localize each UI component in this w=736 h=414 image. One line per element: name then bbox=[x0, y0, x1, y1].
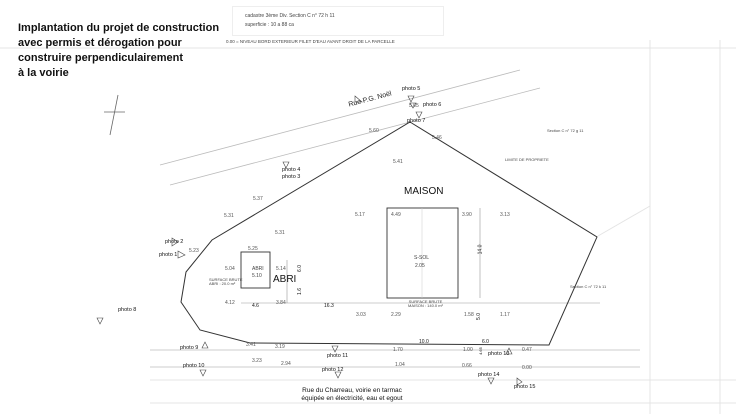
level: 0.47 bbox=[522, 347, 532, 353]
document-title: Implantation du projet de construction a… bbox=[18, 21, 219, 81]
rue-pg-noel-lines bbox=[159, 69, 541, 186]
dimension: 1.6 bbox=[296, 288, 303, 295]
abri-surface: SURFACE BRUTE ABRI : 20.0 m² bbox=[209, 278, 243, 286]
level: 2.29 bbox=[391, 312, 401, 318]
title-line: construire perpendiculairement bbox=[18, 52, 184, 64]
surface-line: MAISON : 140.0 m² bbox=[408, 303, 443, 308]
level: 1.04 bbox=[395, 362, 405, 368]
level: 3.84 bbox=[276, 300, 286, 306]
dimension: 16.3 bbox=[324, 303, 334, 309]
photo-label[interactable]: photo 6 bbox=[423, 102, 442, 108]
maison-surface: SURFACE BRUTE MAISON : 140.0 m² bbox=[408, 300, 443, 308]
level: 5.25 bbox=[248, 246, 258, 252]
photo-label[interactable]: photo 7 bbox=[407, 118, 426, 124]
cadastre-box bbox=[232, 6, 444, 36]
maison-footprint bbox=[386, 207, 459, 299]
level: 1.17 bbox=[500, 312, 510, 318]
level: 3.13 bbox=[500, 212, 510, 218]
level: 3.19 bbox=[275, 344, 285, 350]
dimension: 4.6 bbox=[252, 303, 259, 309]
level: 5.60 bbox=[369, 128, 379, 134]
dimension: 5.0 bbox=[475, 313, 482, 320]
level: 5.31 bbox=[224, 213, 234, 219]
road-name-bottom: Rue du Charreau, voirie en tarmac équipé… bbox=[272, 387, 432, 403]
level: 5.23 bbox=[189, 248, 199, 254]
dimension: 6.0 bbox=[296, 265, 303, 272]
photo-label[interactable]: photo 1 bbox=[159, 252, 178, 258]
photo-label[interactable]: photo 8 bbox=[118, 307, 137, 313]
niveau-note: 0.00 = NIVEAU BORD EXTERIEUR FILET D'EAU… bbox=[226, 39, 395, 44]
cadastre-line: cadastre 3ème Div. Section C n° 72 h 11 bbox=[245, 13, 335, 19]
section-right: Section C n° 72 k 11 bbox=[570, 284, 607, 289]
abri-label: ABRI bbox=[273, 274, 297, 285]
level: 4.49 bbox=[391, 212, 401, 218]
dimension: 14.0 bbox=[477, 244, 484, 255]
photo-label[interactable]: photo 13 bbox=[488, 351, 510, 357]
title-line: à la voirie bbox=[18, 67, 69, 79]
photo-label[interactable]: photo 2 bbox=[165, 239, 184, 245]
level: 3.03 bbox=[356, 312, 366, 318]
title-line: avec permis et dérogation pour bbox=[18, 37, 182, 49]
ssol-level: 2.05 bbox=[415, 263, 425, 269]
level: 3.90 bbox=[462, 212, 472, 218]
photo-label[interactable]: photo 9 bbox=[180, 345, 199, 351]
photo-label[interactable]: photo 14 bbox=[478, 372, 500, 378]
level: 5.31 bbox=[275, 230, 285, 236]
level: 5.65 bbox=[409, 103, 419, 109]
level: 0.66 bbox=[462, 363, 472, 369]
photo-label[interactable]: photo 15 bbox=[514, 384, 536, 390]
level: 1.00 bbox=[463, 347, 473, 353]
photo-label[interactable]: photo 5 bbox=[402, 86, 421, 92]
level: 5.14 bbox=[276, 266, 286, 272]
abri-inner-level: 5.10 bbox=[252, 273, 262, 279]
ssol-label: S-SOL bbox=[414, 255, 430, 261]
photo-markers bbox=[96, 95, 523, 386]
level: 5.37 bbox=[253, 196, 263, 202]
level: 5.17 bbox=[355, 212, 365, 218]
photo-label[interactable]: photo 10 bbox=[183, 363, 205, 369]
level: 1.70 bbox=[393, 347, 403, 353]
surface-line: ABRI : 20.0 m² bbox=[209, 281, 236, 286]
surface-line: SURFACE BRUTE bbox=[209, 277, 243, 282]
section-top: Section C n° 72 g 11 bbox=[547, 128, 584, 133]
photo-label[interactable]: photo 12 bbox=[322, 367, 344, 373]
photo-label[interactable]: photo 4 bbox=[282, 167, 301, 173]
surface-line: SURFACE BRUTE bbox=[408, 299, 443, 304]
dimension: 4.65 bbox=[477, 347, 483, 355]
property-boundary bbox=[180, 121, 598, 346]
photo-label[interactable]: photo 3 bbox=[282, 174, 301, 180]
level: 1.58 bbox=[464, 312, 474, 318]
level: 5.46 bbox=[432, 135, 442, 141]
abri-inner-label: ABRI bbox=[252, 266, 264, 272]
level: 5.04 bbox=[225, 266, 235, 272]
road-line: Rue du Charreau, voirie en tarmac bbox=[302, 387, 402, 394]
dimension: 6.0 bbox=[482, 339, 489, 345]
level: 2.94 bbox=[281, 361, 291, 367]
cadastre-area: superficie : 10 a 88 ca bbox=[245, 22, 294, 28]
level: 3.41 bbox=[246, 342, 256, 348]
crane-icon bbox=[104, 94, 125, 136]
level: 3.23 bbox=[252, 358, 262, 364]
level: 5.41 bbox=[393, 159, 403, 165]
dimension: 10.0 bbox=[419, 339, 429, 345]
photo-label[interactable]: photo 11 bbox=[327, 353, 349, 359]
limite-propriete: LIMITE DE PROPRIETE bbox=[505, 157, 549, 162]
level: 0.00 bbox=[522, 365, 532, 371]
maison-label: MAISON bbox=[404, 186, 444, 197]
abri-footprint bbox=[240, 251, 271, 289]
road-line: équipée en électricité, eau et egout bbox=[301, 395, 403, 402]
level: 4.12 bbox=[225, 300, 235, 306]
title-line: Implantation du projet de construction bbox=[18, 22, 220, 34]
